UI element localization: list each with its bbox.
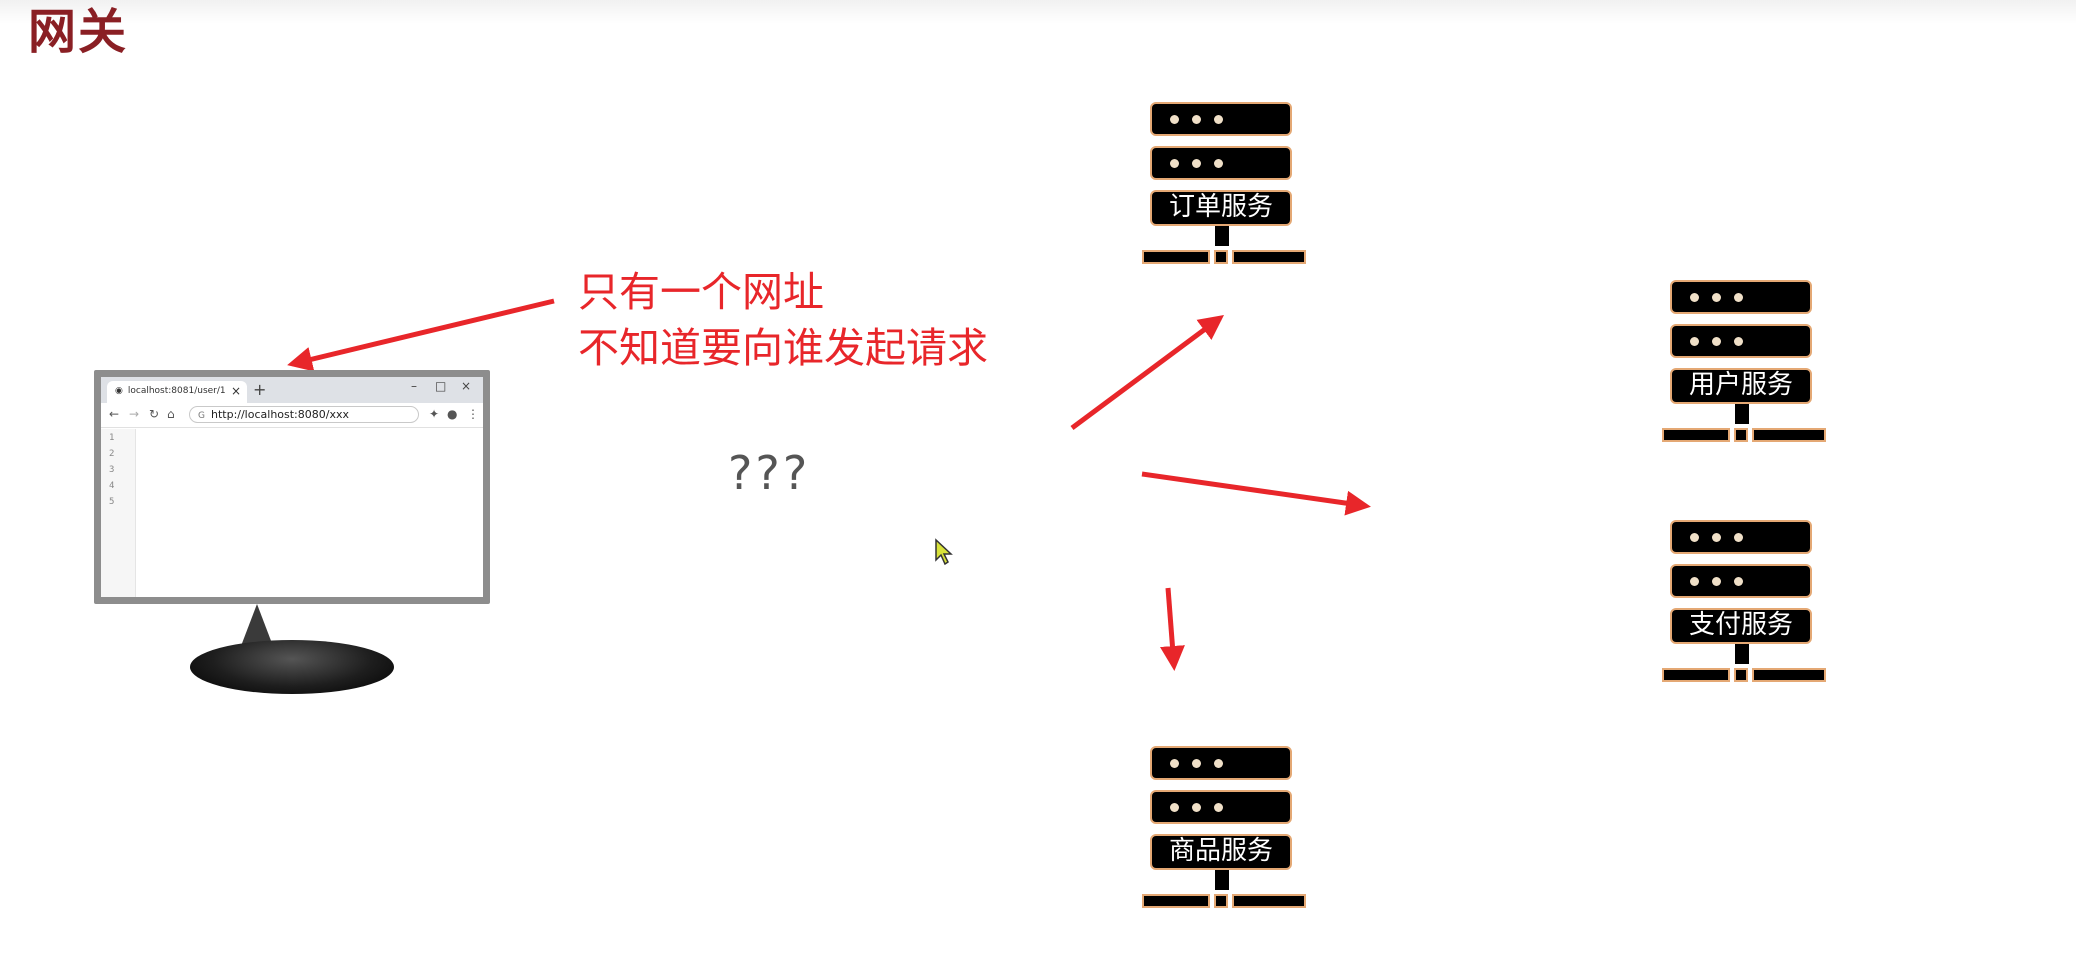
forward-icon[interactable]: → (129, 407, 140, 421)
server-order-service: 订单服务 (1142, 102, 1306, 272)
server-rack (1150, 746, 1292, 780)
mouse-cursor-icon (935, 538, 953, 566)
arrow-to-order-service (1070, 315, 1225, 431)
profile-icon[interactable]: ● (447, 407, 458, 421)
computer-monitor: ◉ localhost:8081/user/1 × + – □ × ← → ↻ … (94, 370, 490, 604)
server-rack (1670, 324, 1812, 358)
top-band (0, 0, 2076, 24)
server-rack (1150, 102, 1292, 136)
browser-window: ◉ localhost:8081/user/1 × + – □ × ← → ↻ … (101, 377, 483, 597)
line-number: 5 (109, 497, 115, 507)
question-marks: ??? (728, 446, 811, 500)
google-icon: G (198, 411, 205, 421)
browser-tab[interactable]: ◉ localhost:8081/user/1 × (107, 381, 247, 403)
arrow-to-user-service (1141, 471, 1371, 516)
reload-icon[interactable]: ↻ (149, 407, 160, 421)
tab-title: localhost:8081/user/1 (127, 386, 226, 396)
line-number: 2 (109, 449, 115, 459)
extensions-icon[interactable]: ✦ (429, 407, 440, 421)
service-label: 商品服务 (1150, 834, 1292, 870)
line-gutter: 1 2 3 4 5 (101, 429, 136, 597)
annotation-text: 只有一个网址 不知道要向谁发起请求 (578, 264, 988, 376)
monitor-stand-neck (241, 604, 273, 646)
new-tab-icon[interactable]: + (253, 380, 267, 399)
service-label: 支付服务 (1670, 608, 1812, 644)
page-content: 1 2 3 4 5 (101, 429, 483, 597)
server-product-service: 商品服务 (1142, 746, 1306, 916)
close-tab-icon[interactable]: × (230, 384, 241, 398)
url-text: http://localhost:8080/xxx (210, 408, 349, 421)
maximize-icon[interactable]: □ (435, 379, 447, 393)
menu-icon[interactable]: ⋮ (467, 407, 479, 421)
arrow-to-browser (287, 298, 555, 372)
page-title: 网关 (28, 4, 129, 60)
back-icon[interactable]: ← (109, 407, 120, 421)
server-rack (1150, 790, 1292, 824)
server-payment-service: 支付服务 (1662, 520, 1826, 690)
line-number: 3 (109, 465, 115, 475)
server-rack (1670, 280, 1812, 314)
annotation-line-1: 只有一个网址 (578, 268, 824, 316)
server-rack (1670, 520, 1812, 554)
globe-icon: ◉ (115, 386, 123, 396)
line-number: 4 (109, 481, 115, 491)
server-rack (1670, 564, 1812, 598)
server-rack (1150, 146, 1292, 180)
home-icon[interactable]: ⌂ (167, 407, 175, 421)
annotation-line-2: 不知道要向谁发起请求 (578, 324, 988, 372)
browser-tabbar: ◉ localhost:8081/user/1 × + – □ × (101, 377, 483, 403)
service-label: 订单服务 (1150, 190, 1292, 226)
service-label: 用户服务 (1670, 368, 1812, 404)
close-window-icon[interactable]: × (461, 379, 472, 393)
server-user-service: 用户服务 (1662, 280, 1826, 450)
monitor-stand-base (190, 640, 394, 694)
arrow-to-product-service (1160, 587, 1185, 671)
minimize-icon[interactable]: – (411, 379, 417, 393)
line-number: 1 (109, 433, 115, 443)
